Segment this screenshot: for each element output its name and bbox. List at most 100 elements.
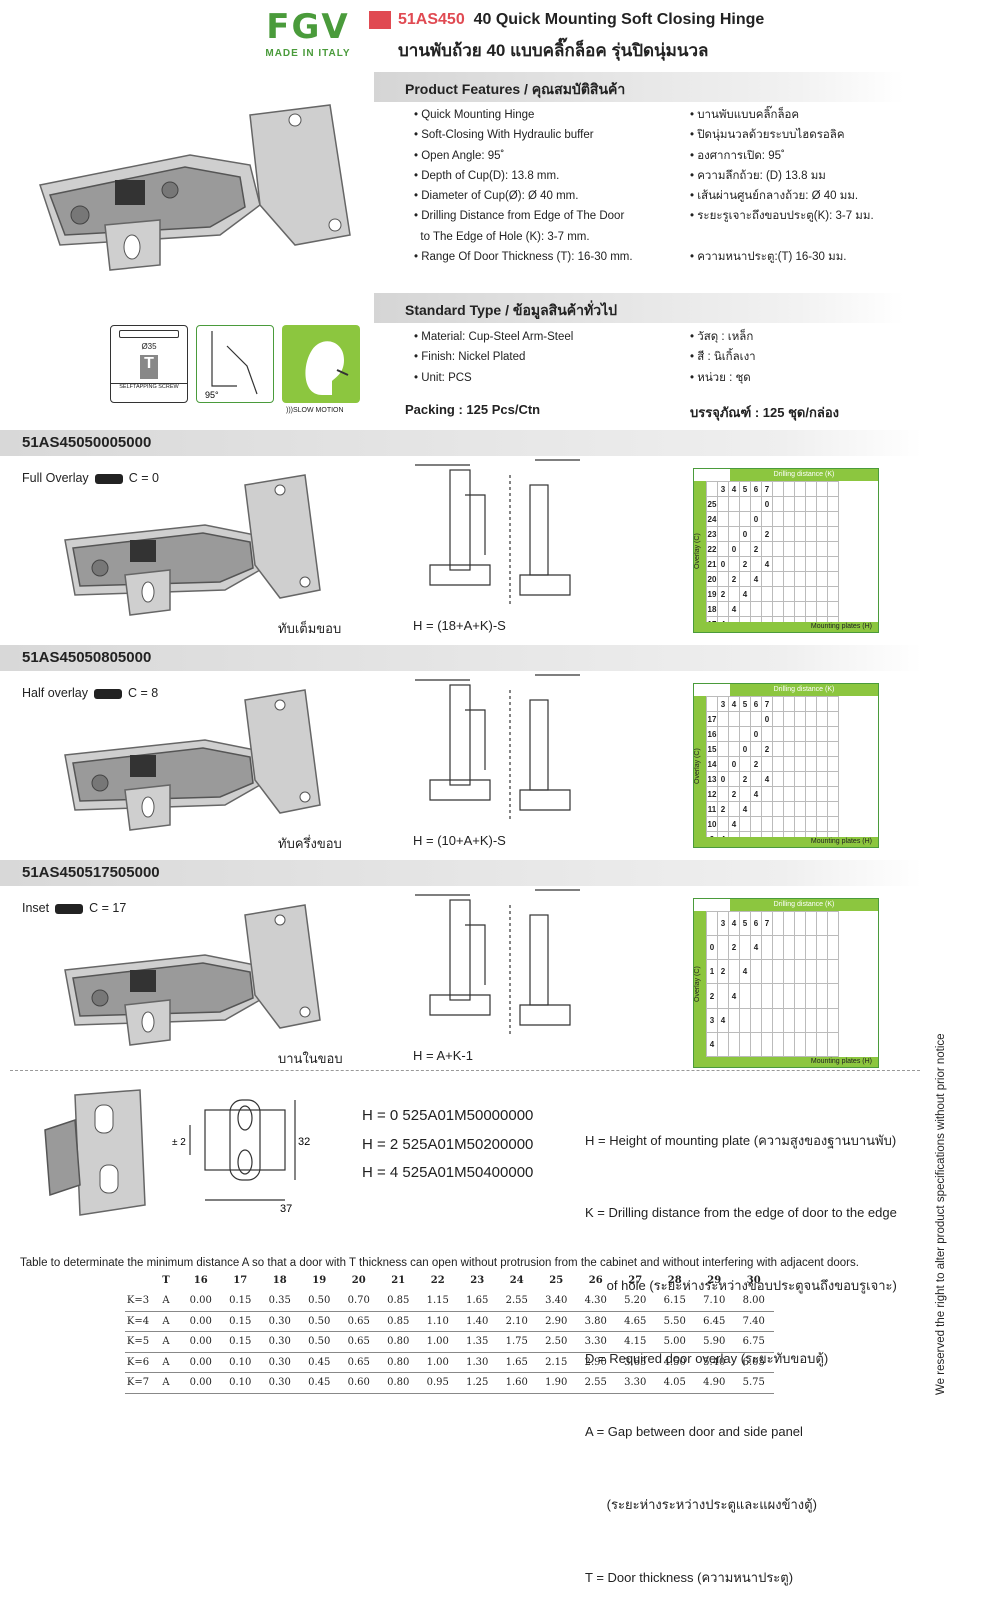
grid-cell: [761, 601, 773, 617]
grid-empty-cell: [805, 711, 817, 727]
packing-en: Packing : 125 Pcs/Ctn: [405, 402, 541, 417]
cup-screw-icon: Ø35 T SELFTAPPING SCREW: [110, 325, 188, 403]
grid-cell: 0: [750, 726, 762, 742]
dim-37: 37: [280, 1203, 292, 1215]
technical-drawing: [415, 889, 580, 1035]
legend-item: (ระยะห่างระหว่างประตูและแผงข้างตู้): [585, 1497, 817, 1513]
k-table-cell: 1.10: [418, 1311, 458, 1332]
grid-cell: 2: [750, 756, 762, 772]
k-table-cell: 0.00: [181, 1352, 221, 1373]
grid-row: 4: [706, 1031, 839, 1058]
grid-row-label: 19: [706, 586, 718, 602]
feature-th: องศาการเปิด: 95˚: [690, 146, 874, 166]
grid-empty-cell: [827, 935, 839, 961]
grid-empty-cell: [805, 556, 817, 572]
k-table-cell: 6.05: [734, 1352, 774, 1373]
grid-head: Drilling distance (K): [730, 469, 878, 481]
a-label: A: [151, 1311, 181, 1332]
legend-item: T = Door thickness (ความหนาประตู): [585, 1569, 794, 1585]
grid-empty-cell: [805, 511, 817, 527]
grid-empty-cell: [794, 786, 806, 802]
standard-th: หน่วย : ชุด: [690, 368, 756, 388]
k-table-cell: 7.40: [734, 1311, 774, 1332]
grid-cell: [739, 786, 751, 802]
overlay-thai: ทับเต็มขอบ: [278, 621, 342, 636]
k-table-header-cell: 27: [628, 1274, 643, 1286]
grid-cell: [761, 983, 773, 1009]
grid-empty-cell: [794, 1031, 806, 1058]
k-table-cell: 0.80: [378, 1331, 418, 1353]
k-table-header-cell: 26: [588, 1274, 603, 1286]
k-table-header-cell: 25: [549, 1274, 564, 1286]
k-table-cell: 0.10: [220, 1372, 260, 1394]
grid-empty-cell: [827, 771, 839, 787]
grid-cell: [728, 726, 740, 742]
k-table-cell: 3.40: [536, 1290, 576, 1312]
k-table-cell: 0.85: [378, 1290, 418, 1312]
k-table-cell: 6.75: [734, 1331, 774, 1353]
grid-empty-cell: [772, 959, 784, 985]
grid-empty-cell: [816, 496, 828, 512]
k-table-cell: 0.30: [260, 1311, 300, 1332]
k-table-header-cell: 21: [391, 1274, 406, 1286]
grid-empty-cell: [816, 711, 828, 727]
k-table-header-cell: 30: [746, 1274, 761, 1286]
grid-cell: [750, 959, 762, 985]
grid-empty-cell: [827, 756, 839, 772]
hinge-image: [64, 689, 321, 831]
grid-empty-cell: [772, 711, 784, 727]
k-table-header-cell: 28: [667, 1274, 682, 1286]
grid-empty-cell: [772, 571, 784, 587]
k-table-cell: 4.90: [694, 1372, 734, 1394]
grid-cell: 2: [717, 586, 729, 602]
grid-empty-cell: [827, 711, 839, 727]
grid-empty-cell: [772, 935, 784, 961]
page-title: 51AS450 40 Quick Mounting Soft Closing H…: [398, 11, 764, 29]
k-value: K=4: [125, 1311, 151, 1332]
grid-row-label: 1: [706, 959, 718, 985]
grid-cell: [750, 983, 762, 1009]
grid-empty-cell: [805, 726, 817, 742]
grid-cell: [717, 1031, 729, 1058]
grid-row-label: 18: [706, 601, 718, 617]
grid-cell: [750, 586, 762, 602]
feature-en: Soft-Closing With Hydraulic buffer: [414, 125, 633, 145]
grid-empty-cell: [794, 801, 806, 817]
grid-cell: [739, 1007, 751, 1033]
grid-col-label: 5: [739, 696, 751, 712]
page-subtitle-thai: บานพับถ้วย 40 แบบคลิ๊กล็อค รุ่นปิดนุ่มนว…: [398, 41, 709, 60]
feature-th: เส้นผ่านศูนย์กลางถ้วย: Ø 40 มม.: [690, 186, 874, 206]
k-table-header-cell: 17: [233, 1274, 248, 1286]
grid-empty-cell: [805, 586, 817, 602]
feature-th: [690, 227, 874, 247]
grid-empty-cell: [794, 1007, 806, 1033]
k-table-cell: 0.45: [299, 1372, 339, 1394]
packing-th: บรรจุภัณฑ์ : 125 ชุด/กล่อง: [690, 405, 839, 420]
k-table-cell: 5.20: [615, 1290, 655, 1312]
grid-cell: [761, 511, 773, 527]
disclaimer: We reserved the right to alter product s…: [935, 1033, 947, 1395]
feature-en: to The Edge of Hole (K): 3-7 mm.: [420, 230, 590, 243]
grid-cell: [739, 983, 751, 1009]
grid-side: Overlay (C): [694, 911, 706, 1057]
section-bar: [0, 645, 922, 671]
grid-row-label: 12: [706, 786, 718, 802]
grid-cell: [750, 816, 762, 832]
k-table-cell: 1.25: [457, 1372, 497, 1394]
grid-row-label: 14: [706, 756, 718, 772]
k-value: K=7: [125, 1372, 151, 1394]
grid-empty-cell: [805, 1007, 817, 1033]
section-code: 51AS45050805000: [22, 649, 152, 666]
k-table-header-cell: 29: [707, 1274, 722, 1286]
a-label: A: [151, 1331, 181, 1353]
grid-cell: [717, 541, 729, 557]
